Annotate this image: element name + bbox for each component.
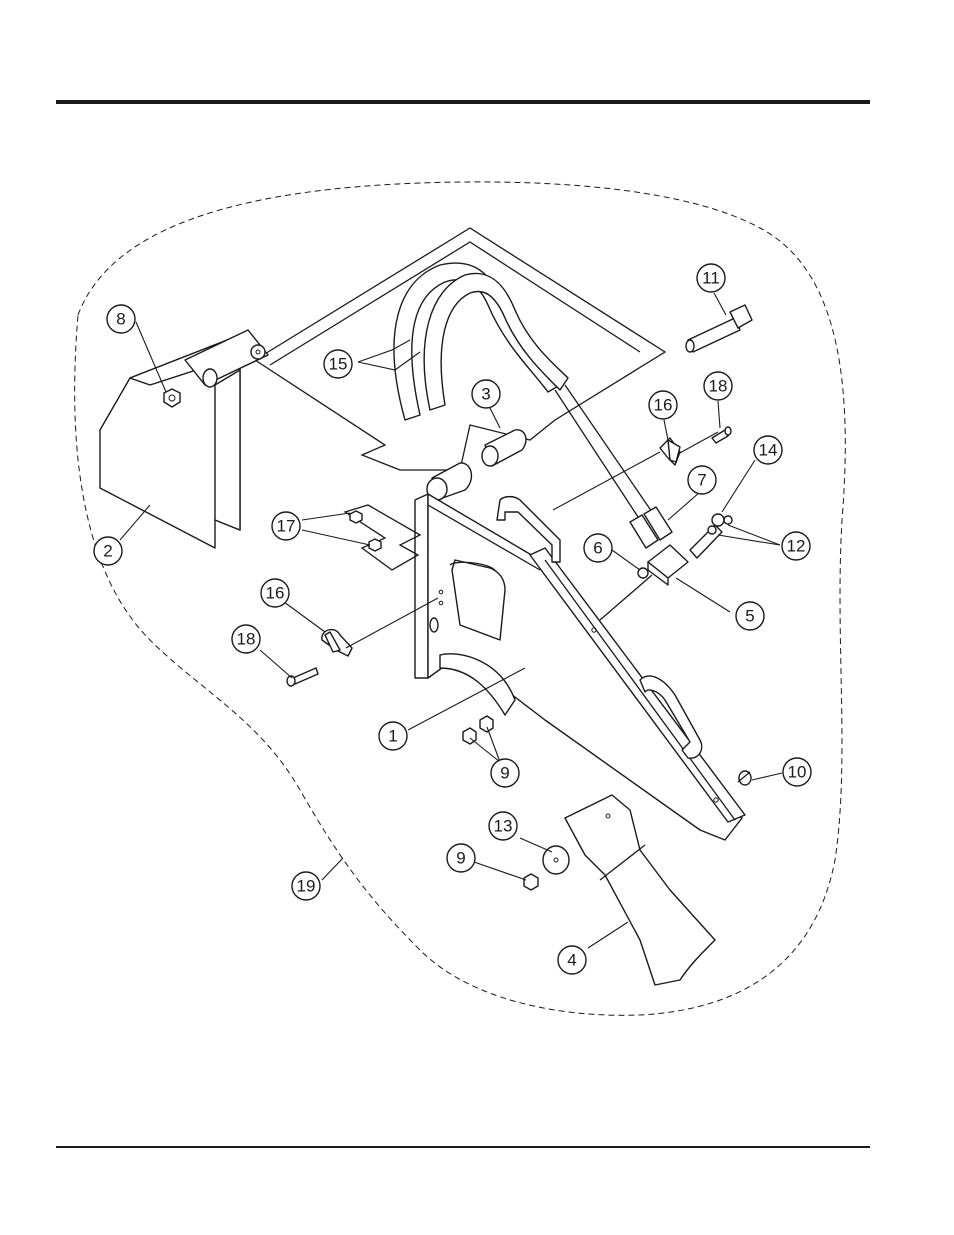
callout-4-label: 4 <box>567 951 576 970</box>
callout-19-label: 19 <box>297 877 316 896</box>
callout-2: 2 <box>94 537 122 565</box>
callout-10: 10 <box>783 758 811 786</box>
nut-part-9-lower <box>524 874 538 890</box>
callout-9-upper-label: 9 <box>500 764 509 783</box>
callout-18-left: 18 <box>232 625 260 653</box>
callout-9-upper: 9 <box>491 759 519 787</box>
callout-3-label: 3 <box>481 385 490 404</box>
callout-16-right-label: 16 <box>654 396 673 415</box>
callout-13-label: 13 <box>494 817 513 836</box>
callout-7-label: 7 <box>697 471 706 490</box>
screw-part-18-right <box>712 427 731 443</box>
callout-3: 3 <box>472 380 500 408</box>
callout-5: 5 <box>736 602 764 630</box>
callout-17: 17 <box>272 512 300 540</box>
callout-8: 8 <box>107 305 135 333</box>
callout-11-label: 11 <box>702 269 720 288</box>
callout-16-right: 16 <box>649 391 677 419</box>
couplers-part-7 <box>630 507 672 548</box>
callout-16-left: 16 <box>261 579 289 607</box>
callout-17-label: 17 <box>277 517 296 536</box>
callout-10-label: 10 <box>788 763 807 782</box>
plug-part-10 <box>738 771 751 785</box>
callout-18-right-label: 18 <box>709 377 728 396</box>
bushings-part-3 <box>427 430 526 500</box>
callout-15: 15 <box>324 350 352 378</box>
side-plate-part-2 <box>100 330 268 548</box>
callout-15-label: 15 <box>329 355 348 374</box>
callout-8-label: 8 <box>116 310 125 329</box>
callout-14: 14 <box>754 436 782 464</box>
callout-1-label: 1 <box>388 727 397 746</box>
clamp-part-16-right <box>660 438 680 465</box>
callout-4: 4 <box>558 946 586 974</box>
callout-19: 19 <box>292 872 320 900</box>
callout-6: 6 <box>584 534 612 562</box>
clamp-part-16-left <box>322 630 352 656</box>
nuts-part-17 <box>350 511 381 551</box>
callout-5-label: 5 <box>745 607 754 626</box>
callout-9-lower-label: 9 <box>456 849 465 868</box>
callout-1: 1 <box>379 722 407 750</box>
callout-11: 11 <box>697 264 725 292</box>
callout-9-lower: 9 <box>447 844 475 872</box>
callout-14-label: 14 <box>759 441 778 460</box>
callout-12: 12 <box>782 532 810 560</box>
callout-2-label: 2 <box>103 542 112 561</box>
callout-16-left-label: 16 <box>266 584 285 603</box>
callout-18-left-label: 18 <box>237 630 256 649</box>
callout-13: 13 <box>489 812 517 840</box>
callout-18-right: 18 <box>704 372 732 400</box>
valve-block-part-5 <box>600 545 688 620</box>
callout-7: 7 <box>688 466 716 494</box>
callout-6-label: 6 <box>593 539 602 558</box>
bolt-part-11 <box>686 305 752 352</box>
callout-12-label: 12 <box>787 537 806 556</box>
